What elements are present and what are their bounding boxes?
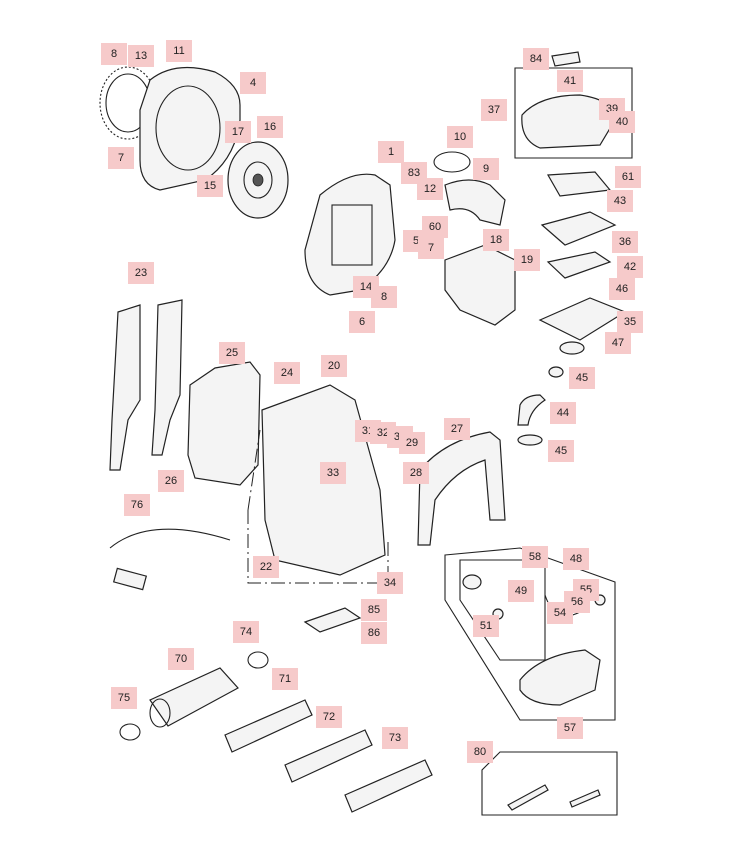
callout-22: 22 bbox=[253, 556, 279, 578]
callout-15: 15 bbox=[197, 175, 223, 197]
part-nozzle-73 bbox=[344, 759, 433, 813]
part-shoulder-straps bbox=[109, 299, 183, 471]
callout-24: 24 bbox=[274, 362, 300, 384]
frame-group-outline bbox=[247, 429, 389, 584]
part-filter-element bbox=[540, 211, 617, 246]
callout-58: 58 bbox=[522, 546, 548, 568]
part-clamp-lower bbox=[517, 434, 543, 446]
callout-33: 33 bbox=[320, 462, 346, 484]
callout-10: 10 bbox=[447, 126, 473, 148]
callout-72: 72 bbox=[316, 706, 342, 728]
callout-17: 17 bbox=[225, 121, 251, 143]
callout-45: 45 bbox=[569, 367, 595, 389]
callout-80: 80 bbox=[467, 741, 493, 763]
part-blower-housing bbox=[304, 173, 396, 296]
part-filter-pad bbox=[547, 171, 612, 197]
callout-40: 40 bbox=[609, 111, 635, 133]
callout-44: 44 bbox=[550, 402, 576, 424]
callout-20: 20 bbox=[321, 355, 347, 377]
callout-42: 42 bbox=[617, 256, 643, 278]
part-tube-71 bbox=[224, 699, 313, 753]
part-hose bbox=[517, 394, 546, 426]
part-grate bbox=[303, 607, 362, 633]
callout-70: 70 bbox=[168, 648, 194, 670]
callout-16: 16 bbox=[257, 116, 283, 138]
callout-23: 23 bbox=[128, 262, 154, 284]
callout-11: 11 bbox=[166, 40, 192, 62]
callout-71: 71 bbox=[272, 668, 298, 690]
callout-25: 25 bbox=[219, 342, 245, 364]
callout-8: 8 bbox=[101, 43, 127, 65]
callout-85: 85 bbox=[361, 599, 387, 621]
callout-54: 54 bbox=[547, 602, 573, 624]
callout-47: 47 bbox=[605, 332, 631, 354]
callout-12: 12 bbox=[417, 178, 443, 200]
callout-1: 1 bbox=[378, 141, 404, 163]
callout-51: 51 bbox=[473, 615, 499, 637]
callout-28: 28 bbox=[403, 462, 429, 484]
part-clamp-upper bbox=[548, 366, 564, 378]
callout-86: 86 bbox=[361, 622, 387, 644]
callout-46: 46 bbox=[609, 278, 635, 300]
callout-7: 7 bbox=[108, 147, 134, 169]
callout-7b: 7 bbox=[418, 237, 444, 259]
part-elbow bbox=[444, 179, 506, 226]
callout-36: 36 bbox=[612, 231, 638, 253]
callout-73: 73 bbox=[382, 727, 408, 749]
callout-75: 75 bbox=[111, 687, 137, 709]
part-intake-tube bbox=[559, 341, 585, 355]
part-label bbox=[551, 51, 581, 67]
callout-48: 48 bbox=[563, 548, 589, 570]
part-fuel-tank bbox=[519, 649, 601, 706]
callout-13: 13 bbox=[128, 45, 154, 67]
callout-26: 26 bbox=[158, 470, 184, 492]
part-fuel-cap bbox=[462, 574, 482, 590]
part-heat-shield bbox=[417, 431, 506, 546]
part-flex-hose-end bbox=[149, 698, 171, 728]
tool-kit-box bbox=[481, 751, 618, 816]
callout-9: 9 bbox=[473, 158, 499, 180]
callout-4: 4 bbox=[240, 72, 266, 94]
callout-61: 61 bbox=[615, 166, 641, 188]
callout-29: 29 bbox=[399, 432, 425, 454]
callout-45b: 45 bbox=[548, 440, 574, 462]
part-screwdriver bbox=[569, 789, 601, 808]
callout-27: 27 bbox=[444, 418, 470, 440]
part-filter bbox=[546, 251, 612, 279]
part-flex-hose bbox=[149, 667, 239, 727]
callout-74: 74 bbox=[233, 621, 259, 643]
callout-43: 43 bbox=[607, 190, 633, 212]
part-tube-72 bbox=[284, 729, 373, 783]
part-hose-clamp-75 bbox=[119, 723, 141, 741]
callout-34: 34 bbox=[377, 572, 403, 594]
callout-76: 76 bbox=[124, 494, 150, 516]
part-hose-clamp-74 bbox=[247, 651, 269, 669]
callout-8b: 8 bbox=[371, 286, 397, 308]
part-gasket bbox=[433, 151, 471, 173]
part-belt-buckle bbox=[112, 567, 148, 591]
callout-49: 49 bbox=[508, 580, 534, 602]
part-back-pad bbox=[187, 361, 261, 486]
callout-84: 84 bbox=[523, 48, 549, 70]
part-spark-plug-wrench bbox=[507, 784, 549, 811]
part-fan-housing bbox=[139, 66, 241, 191]
callout-41: 41 bbox=[557, 70, 583, 92]
fuel-tank-group-box bbox=[444, 547, 616, 721]
callout-6: 6 bbox=[349, 311, 375, 333]
callout-57: 57 bbox=[557, 717, 583, 739]
callout-19: 19 bbox=[514, 249, 540, 271]
part-impeller bbox=[227, 141, 289, 219]
air-filter-group-box bbox=[514, 67, 633, 159]
callout-37: 37 bbox=[481, 99, 507, 121]
part-waist-belt bbox=[109, 528, 231, 549]
part-engine-cover bbox=[444, 244, 516, 326]
callout-35: 35 bbox=[617, 311, 643, 333]
callout-18: 18 bbox=[483, 229, 509, 251]
